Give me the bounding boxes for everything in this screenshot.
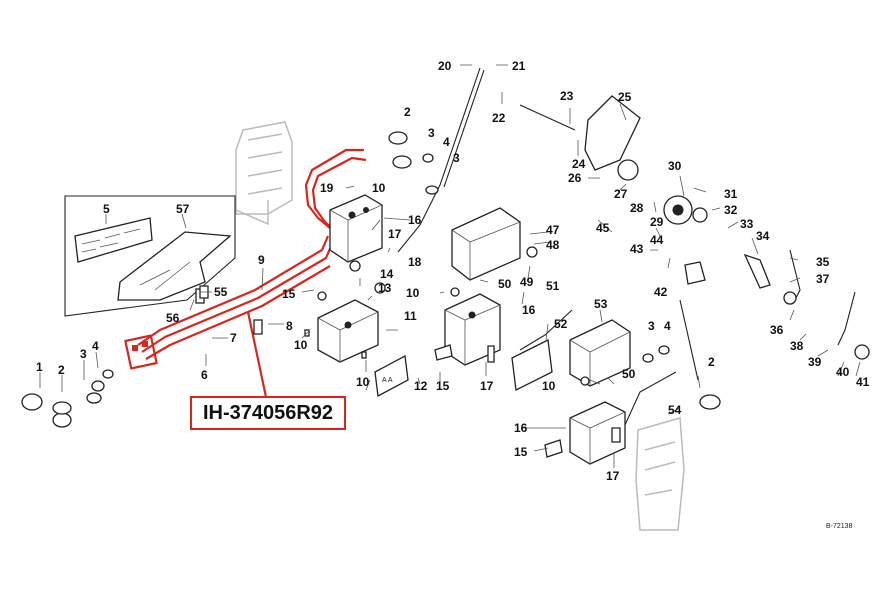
label-41: 41 xyxy=(856,375,870,389)
label-3: 3 xyxy=(428,126,435,140)
label-40: 40 xyxy=(836,365,850,379)
label-38: 38 xyxy=(790,339,804,353)
label-18: 18 xyxy=(408,255,422,269)
label-21: 21 xyxy=(512,59,526,73)
label-4: 4 xyxy=(664,319,671,333)
label-16: 16 xyxy=(514,421,528,435)
label-53: 53 xyxy=(594,297,608,311)
fittings xyxy=(21,131,721,458)
label-30: 30 xyxy=(668,159,682,173)
part-number-text: IH-374056R92 xyxy=(202,401,334,424)
label-10: 10 xyxy=(356,375,370,389)
label-17: 17 xyxy=(480,379,494,393)
label-29: 29 xyxy=(650,215,664,229)
drawing-reference: B-72138 xyxy=(826,523,853,530)
label-37: 37 xyxy=(816,272,830,286)
label-31: 31 xyxy=(724,187,738,201)
label-48: 48 xyxy=(546,238,560,252)
label-43: 43 xyxy=(630,242,644,256)
label-47: 47 xyxy=(546,223,560,237)
label-12: 12 xyxy=(414,379,428,393)
label-2: 2 xyxy=(404,105,411,119)
label-5: 5 xyxy=(103,202,110,216)
label-54: 54 xyxy=(668,403,682,417)
label-23: 23 xyxy=(560,89,574,103)
label-22: 22 xyxy=(492,111,506,125)
label-36: 36 xyxy=(770,323,784,337)
inset-box xyxy=(64,195,236,317)
label-42: 42 xyxy=(654,285,668,299)
label-11: 11 xyxy=(404,309,417,323)
label-3: 3 xyxy=(80,347,87,361)
label-9: 9 xyxy=(258,253,265,267)
leader-lines xyxy=(39,64,861,468)
label-15: 15 xyxy=(436,379,450,393)
label-3: 3 xyxy=(648,319,655,333)
label-33: 33 xyxy=(740,217,754,231)
label-56: 56 xyxy=(166,311,180,325)
label-44: 44 xyxy=(650,233,664,247)
label-17: 17 xyxy=(388,227,402,241)
label-20: 20 xyxy=(438,59,452,73)
label-10: 10 xyxy=(294,338,308,352)
highlighted-tube-assembly xyxy=(124,148,367,370)
label-4: 4 xyxy=(443,135,450,149)
label-17: 17 xyxy=(606,469,620,483)
valve-bodies: A A xyxy=(317,194,631,465)
linkage xyxy=(397,67,870,426)
label-15: 15 xyxy=(514,445,528,459)
label-26: 26 xyxy=(568,171,582,185)
svg-text:A A: A A xyxy=(382,377,393,384)
label-25: 25 xyxy=(618,90,632,104)
label-57: 57 xyxy=(176,202,190,216)
label-51: 51 xyxy=(546,279,560,293)
label-19: 19 xyxy=(320,181,334,195)
label-52: 52 xyxy=(554,317,568,331)
label-13: 13 xyxy=(378,281,392,295)
label-7: 7 xyxy=(230,331,237,345)
label-27: 27 xyxy=(614,187,628,201)
label-45: 45 xyxy=(596,221,610,235)
label-10: 10 xyxy=(542,379,556,393)
callout-leader xyxy=(246,311,268,398)
label-4: 4 xyxy=(92,339,99,353)
label-6: 6 xyxy=(201,368,208,382)
label-50: 50 xyxy=(622,367,636,381)
label-32: 32 xyxy=(724,203,738,217)
label-49: 49 xyxy=(520,275,534,289)
label-14: 14 xyxy=(380,267,394,281)
part-number-callout: IH-374056R92 xyxy=(190,396,346,430)
label-39: 39 xyxy=(808,355,822,369)
label-35: 35 xyxy=(816,255,830,269)
label-3: 3 xyxy=(453,151,460,165)
background-casting xyxy=(235,121,293,226)
part-labels: 1 2 3 4 5 57 55 56 7 6 9 8 10 15 19 10 1… xyxy=(36,59,870,530)
label-8: 8 xyxy=(286,319,293,333)
label-16: 16 xyxy=(522,303,536,317)
label-10: 10 xyxy=(406,286,420,300)
label-50: 50 xyxy=(498,277,512,291)
label-2: 2 xyxy=(708,355,715,369)
background-bracket xyxy=(635,417,685,531)
label-1: 1 xyxy=(36,360,43,374)
label-28: 28 xyxy=(630,201,644,215)
label-55: 55 xyxy=(214,285,228,299)
label-15: 15 xyxy=(282,287,296,301)
label-2: 2 xyxy=(58,363,65,377)
label-34: 34 xyxy=(756,229,770,243)
label-16: 16 xyxy=(408,213,422,227)
label-24: 24 xyxy=(572,157,586,171)
label-10: 10 xyxy=(372,181,386,195)
